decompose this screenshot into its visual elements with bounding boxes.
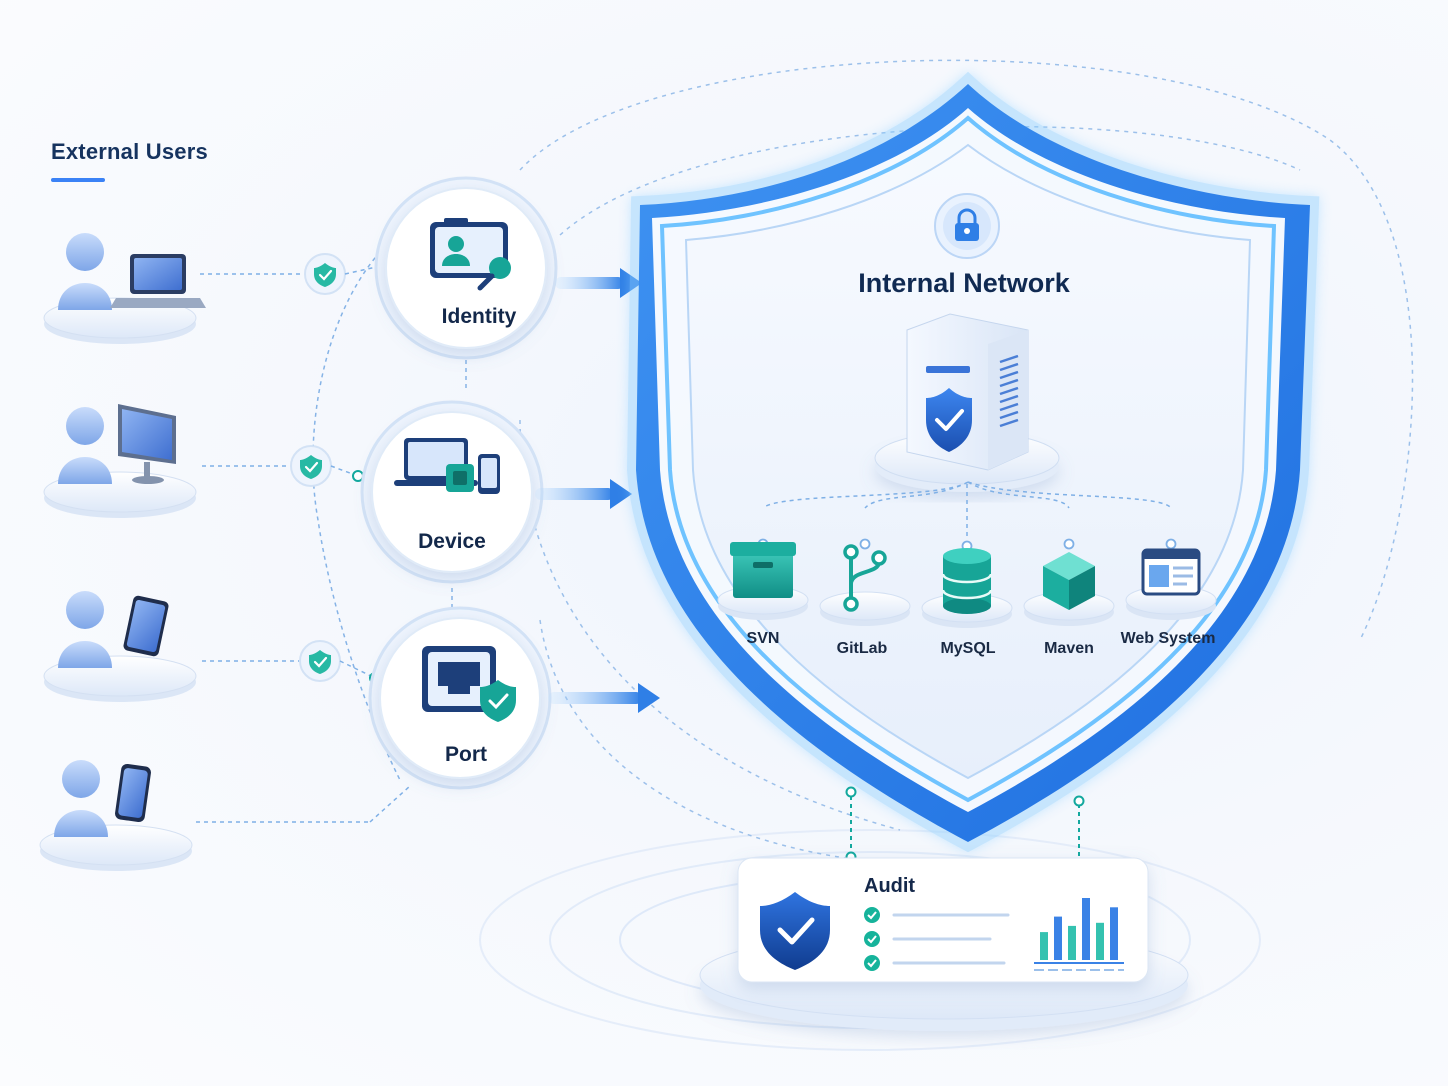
monitor-icon: [118, 404, 176, 484]
user-person-icon: [58, 233, 112, 310]
ethernet-port-check-icon: [422, 646, 516, 722]
external-user: [43, 404, 364, 518]
internal-services: [717, 542, 1217, 628]
audit-connectors: [850, 796, 1080, 862]
user-link-line: [339, 660, 376, 679]
service-maven: [1023, 552, 1115, 626]
user-person-icon: [58, 407, 112, 484]
audit-bar-chart-icon: [1034, 898, 1124, 971]
service-label-web-system: Web System: [1120, 630, 1216, 647]
server-icon: [874, 313, 1060, 492]
service-label-gitlab: GitLab: [836, 640, 888, 657]
service-label-mysql: MySQL: [940, 640, 996, 657]
verified-shield-icon: [304, 253, 346, 295]
audit-panel: [699, 857, 1189, 1031]
audit-bar: [1110, 907, 1118, 960]
box-icon: [730, 542, 796, 598]
browser-window-icon: [1141, 548, 1201, 596]
check-node-device: [360, 400, 544, 584]
audit-bar: [1040, 932, 1048, 960]
flow-arrow: [535, 479, 632, 509]
audit-bar: [1068, 925, 1076, 960]
audit-label: Audit: [864, 875, 916, 897]
user-link-line: [369, 785, 411, 823]
service-connectors: [757, 481, 1177, 552]
service-web-system: [1125, 548, 1217, 620]
access-checks: [360, 176, 660, 790]
service-connector-node: [859, 538, 871, 550]
service-gitlab: [819, 544, 911, 626]
database-icon: [941, 548, 993, 614]
audit-check-icon: [864, 931, 880, 947]
devices-chip-icon: [394, 438, 500, 494]
server-shield-icon: [926, 388, 972, 452]
flow-arrow: [555, 268, 642, 298]
heading-underline: [51, 178, 105, 182]
device-label: Device: [418, 530, 486, 553]
service-connector-node: [1165, 538, 1177, 550]
service-connector-node: [1063, 538, 1075, 550]
user-person-icon: [58, 591, 112, 668]
shield-check-icon: [760, 892, 830, 970]
tablet-icon: [123, 595, 169, 657]
external-user: [43, 233, 391, 344]
git-branch-icon: [843, 544, 887, 612]
audit-check-icon: [864, 955, 880, 971]
user-person-icon: [54, 760, 108, 837]
audit-check-icon: [864, 907, 880, 923]
phone-icon: [115, 763, 151, 823]
service-mysql: [921, 548, 1013, 628]
external-user: [39, 760, 411, 871]
service-platform-top: [819, 591, 911, 621]
audit-connector-node: [1073, 795, 1085, 807]
audit-bar: [1096, 922, 1104, 960]
laptop-icon: [110, 254, 206, 308]
check-node-port: [368, 606, 552, 790]
internal-network-title: Internal Network: [858, 268, 1070, 298]
check-node-identity: [374, 176, 558, 360]
verified-shield-icon: [290, 445, 332, 487]
flow-arrow: [548, 683, 660, 713]
audit-bar: [1082, 898, 1090, 960]
lock-icon: [934, 193, 1000, 259]
service-label-maven: Maven: [1044, 640, 1094, 657]
external-user: [43, 591, 381, 702]
verified-shield-icon: [299, 640, 341, 682]
audit-bar: [1054, 916, 1062, 960]
external-users: [39, 233, 411, 871]
cube-icon: [1043, 552, 1095, 610]
service-label-svn: SVN: [746, 630, 780, 647]
audit-connector-node: [845, 786, 857, 798]
shield-inner-line: [659, 115, 1277, 803]
port-label: Port: [445, 743, 487, 766]
service-svn: [717, 542, 809, 620]
identity-label: Identity: [441, 305, 517, 328]
audit-checklist: [864, 907, 1010, 971]
external-users-heading: External Users: [51, 139, 208, 164]
id-card-key-icon: [430, 218, 511, 291]
